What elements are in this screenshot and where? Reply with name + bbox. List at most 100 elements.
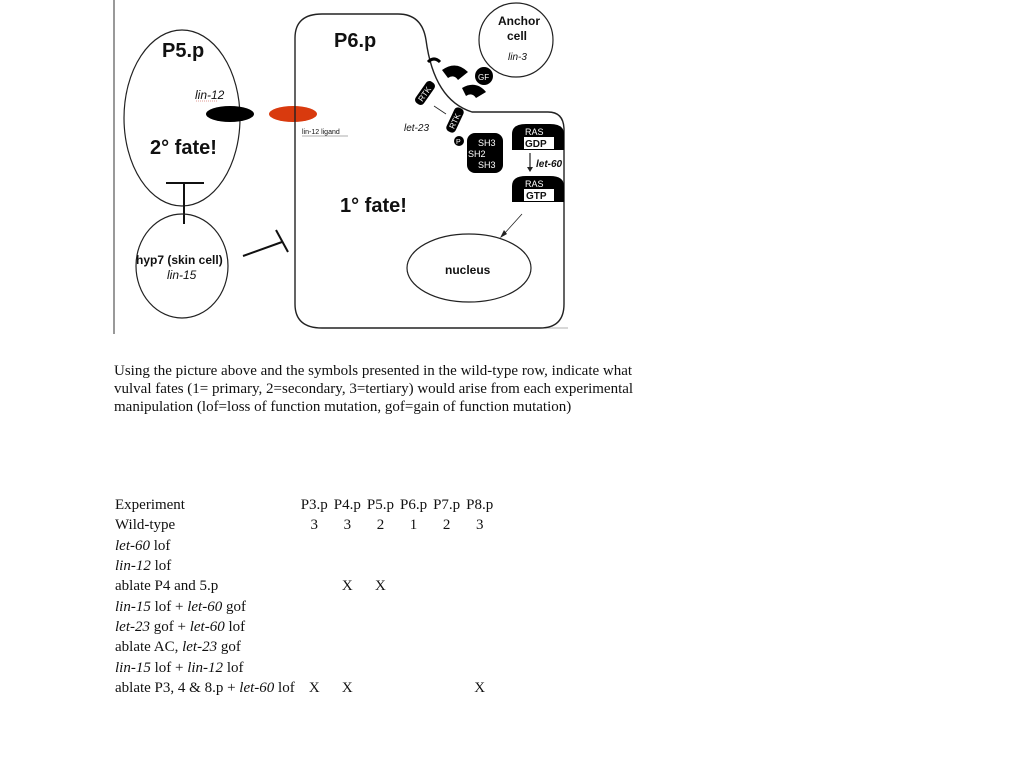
sh2-label: SH2 [468, 149, 486, 159]
table-row: let-23 gof + let-60 lof [112, 617, 496, 637]
experiment-cell: lin-15 lof + lin-12 lof [112, 657, 298, 677]
fate-cell [463, 596, 496, 616]
p5p-label: P5.p [162, 40, 204, 62]
experiment-text: lof + [150, 659, 188, 676]
experiment-text: let-60 [239, 679, 275, 696]
fate-cell [430, 556, 463, 576]
fate-cell: X [308, 679, 320, 696]
ras-label-1: RAS [525, 127, 544, 137]
fate-cell: 1 [409, 517, 418, 534]
experiment-cell: ablate P4 and 5.p [112, 576, 298, 596]
nucleus [406, 233, 532, 303]
table-row: lin-15 lof + let-60 gof [112, 596, 496, 616]
experiment-text: gof + [150, 618, 190, 635]
fate-cell [397, 657, 430, 677]
experiment-text: lof [150, 558, 172, 575]
fate-cell [430, 678, 463, 698]
fate-cell: X [375, 578, 386, 595]
vulval-fate-table: Experiment P3.p P4.p P5.p P6.p P7.p P8.p… [112, 495, 496, 698]
fate-cell: 3 [310, 517, 319, 534]
fate-cell [364, 596, 397, 616]
fate-cell: 2 [376, 517, 385, 534]
anchor-cell [478, 2, 554, 78]
fate-cell [397, 678, 430, 698]
fate-cell [397, 617, 430, 637]
let23-arrow [433, 105, 447, 115]
gdp-label: GDP [525, 139, 547, 150]
fate-table-body: Experiment P3.p P4.p P5.p P6.p P7.p P8.p… [112, 495, 496, 698]
experiment-text: let-60 [115, 537, 150, 554]
let23-label: let-23 [404, 123, 429, 134]
fate-cell [364, 657, 397, 677]
phosphate-label: P [456, 139, 461, 146]
phosphate [454, 136, 464, 146]
fate-cell [331, 556, 364, 576]
col-header-p8: P8.p [466, 497, 494, 514]
experiment-cell: lin-15 lof + let-60 gof [112, 596, 298, 616]
lin3-label: lin-3 [508, 52, 527, 63]
fate-cell [463, 536, 496, 556]
fate-cell [331, 536, 364, 556]
fate-cell [298, 617, 331, 637]
experiment-text: let-60 [187, 598, 223, 615]
fate-cell [430, 576, 463, 596]
experiment-text: let-23 [182, 639, 218, 656]
secondary-fate-label: 2° fate! [150, 137, 217, 159]
hyp7-cell [135, 213, 229, 319]
table-header-row: Experiment P3.p P4.p P5.p P6.p P7.p P8.p [112, 495, 496, 515]
fate-cell [463, 617, 496, 637]
anchor-cell-label-line1: Anchor [498, 14, 540, 28]
experiment-text: lof [274, 679, 295, 696]
gf-label: GF [478, 73, 489, 82]
lin12-receptor [206, 106, 254, 122]
gtp-box [524, 189, 554, 201]
fate-cell [298, 536, 331, 556]
let60-label: let-60 [536, 159, 563, 170]
experiment-text: lof [224, 618, 246, 635]
col-header-p4: P4.p [333, 497, 361, 514]
col-header-p3: P3.p [300, 497, 328, 514]
experiment-text: ablate P4 and 5.p [115, 578, 219, 595]
fate-cell: X [341, 679, 353, 696]
hyp7-inhibition-bar [275, 229, 289, 253]
rtk-binding-site-1 [442, 65, 468, 80]
hyp7-label: hyp7 (skin cell) [136, 253, 223, 267]
fate-cell [364, 536, 397, 556]
experiment-text: ablate AC, [115, 639, 183, 656]
experiment-text: lof [150, 537, 171, 554]
fate-cell [397, 596, 430, 616]
experiment-cell: lin-12 lof [112, 556, 298, 576]
nucleus-label: nucleus [445, 263, 491, 277]
col-header-p5: P5.p [366, 497, 394, 514]
sh-adaptor [467, 133, 503, 173]
fate-cell [331, 617, 364, 637]
experiment-cell: ablate AC, let-23 gof [112, 637, 298, 657]
fate-cell [430, 617, 463, 637]
experiment-text: lin-15 [115, 659, 151, 676]
experiment-text: lin-12 [187, 659, 224, 676]
hyp7-inhibition-stem [242, 241, 283, 257]
experiment-text: lin-15 [115, 598, 151, 615]
fate-cell [331, 637, 364, 657]
experiment-text: gof [217, 639, 241, 656]
fate-cell [463, 556, 496, 576]
gdp-box [524, 137, 554, 149]
lin12-ligand-protein [269, 106, 317, 122]
fate-cell [298, 576, 331, 596]
let60-arrowhead [527, 167, 533, 172]
experiment-cell: ablate P3, 4 & 8.p + let-60 lof [112, 678, 298, 698]
fate-cell [463, 637, 496, 657]
rtk-receptor-1 [415, 81, 435, 105]
fate-cell [298, 637, 331, 657]
experiment-text: lof [223, 659, 244, 676]
ras-to-nucleus-arrow [503, 213, 523, 235]
ras-to-nucleus-arrowhead [500, 230, 507, 238]
fate-cell [364, 556, 397, 576]
fate-cell [331, 596, 364, 616]
col-header-p7: P7.p [433, 497, 461, 514]
table-row: lin-15 lof + lin-12 lof [112, 657, 496, 677]
experiment-text: let-23 [115, 618, 150, 635]
fate-cell [364, 637, 397, 657]
table-row: let-60 lof [112, 536, 496, 556]
